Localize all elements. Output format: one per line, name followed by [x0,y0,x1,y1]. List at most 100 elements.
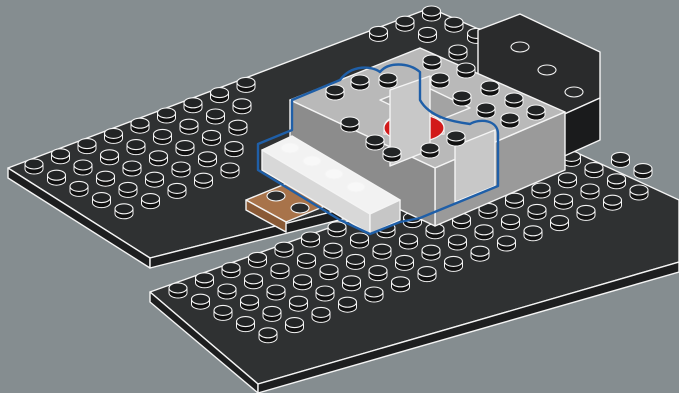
stud [630,185,648,195]
stud [158,108,176,118]
stud [302,232,320,242]
stud [370,26,388,36]
stud [481,81,499,91]
white-stud [347,182,365,192]
stud [445,17,463,27]
stud [127,140,145,150]
stud [320,265,338,275]
stud [150,151,168,161]
stud [237,317,255,327]
stud [328,222,346,232]
stud [290,296,308,306]
stud [449,45,467,55]
stud [203,130,221,140]
stud [498,236,516,246]
stud [233,99,251,109]
stud [312,307,330,317]
stud [555,194,573,204]
stud [97,171,115,181]
stud [70,181,88,191]
stud [449,235,467,245]
stud [383,147,401,157]
stud [52,149,70,159]
stud [25,159,43,169]
stud [195,173,213,183]
stud [366,135,384,145]
stud [471,246,489,256]
stud [131,118,149,128]
stud [176,141,194,151]
stud [298,253,316,263]
stud [447,131,465,141]
stud [229,120,247,130]
stud [418,267,436,277]
stud [48,170,66,180]
stud [168,183,186,193]
stud [172,162,190,172]
stud [477,103,495,113]
stud [211,88,229,98]
stud [78,139,96,149]
stud [612,152,630,162]
stud [339,297,357,307]
side-stud [511,42,529,52]
side-stud [565,87,583,97]
stud [294,275,312,285]
white-stud [303,156,321,166]
stud [419,27,437,37]
stud [423,6,441,16]
stud [93,193,111,203]
stud [396,16,414,26]
stud [343,276,361,286]
stud [316,286,334,296]
stud [184,98,202,108]
stud [341,117,359,127]
stud [475,225,493,235]
stud [369,266,387,276]
stud [123,161,141,171]
stud [453,91,471,101]
stud [326,85,344,95]
stud [585,163,603,173]
stud [199,152,217,162]
stud [445,256,463,266]
stud [286,318,304,328]
stud [218,284,236,294]
stud [422,245,440,255]
side-stud [538,65,556,75]
stud [527,105,545,115]
stud [249,252,267,262]
stud [528,204,546,214]
stud [577,205,595,215]
stud [502,215,520,225]
stud [196,273,214,283]
stud [169,283,187,293]
stud [105,128,123,138]
stud [421,143,439,153]
stud [400,234,418,244]
stud [431,73,449,83]
stud [263,306,281,316]
stud [604,195,622,205]
stud [373,244,391,254]
stud [115,204,133,214]
stud [267,285,285,295]
stud [608,174,626,184]
stud [379,73,397,83]
stud [275,242,293,252]
stud [501,113,519,123]
stud [221,163,239,173]
stud [154,129,172,139]
white-stud [325,169,343,179]
tan-stud [267,191,285,201]
stud [207,109,225,119]
stud [581,184,599,194]
stud [180,119,198,129]
stud [142,194,160,204]
stud [214,305,232,315]
stud [351,75,369,85]
white-stud [281,143,299,153]
stud [225,142,243,152]
stud [505,93,523,103]
